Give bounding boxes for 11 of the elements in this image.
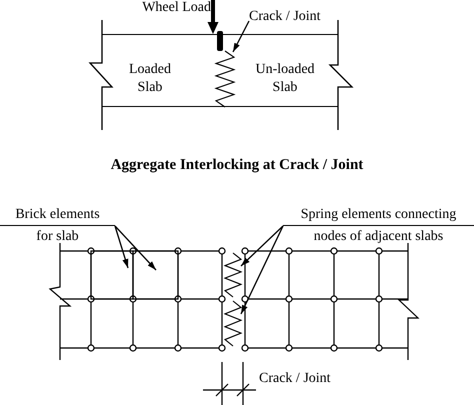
load-arrow	[208, 0, 218, 34]
slab-section	[222, 34, 338, 107]
load-label: Wheel Load	[112, 0, 211, 16]
leader-arrow	[232, 20, 250, 52]
slab-label: Un-loaded Slab	[254, 61, 316, 97]
figure-caption: Aggregate Interlocking at Crack / Joint	[110, 156, 364, 174]
slab-label: Loaded Slab	[128, 61, 172, 97]
spring-symbol	[214, 50, 236, 108]
callout-text: Crack / Joint	[249, 9, 349, 25]
dimension-label: Crack / Joint	[259, 371, 331, 387]
slab-section	[102, 34, 222, 107]
